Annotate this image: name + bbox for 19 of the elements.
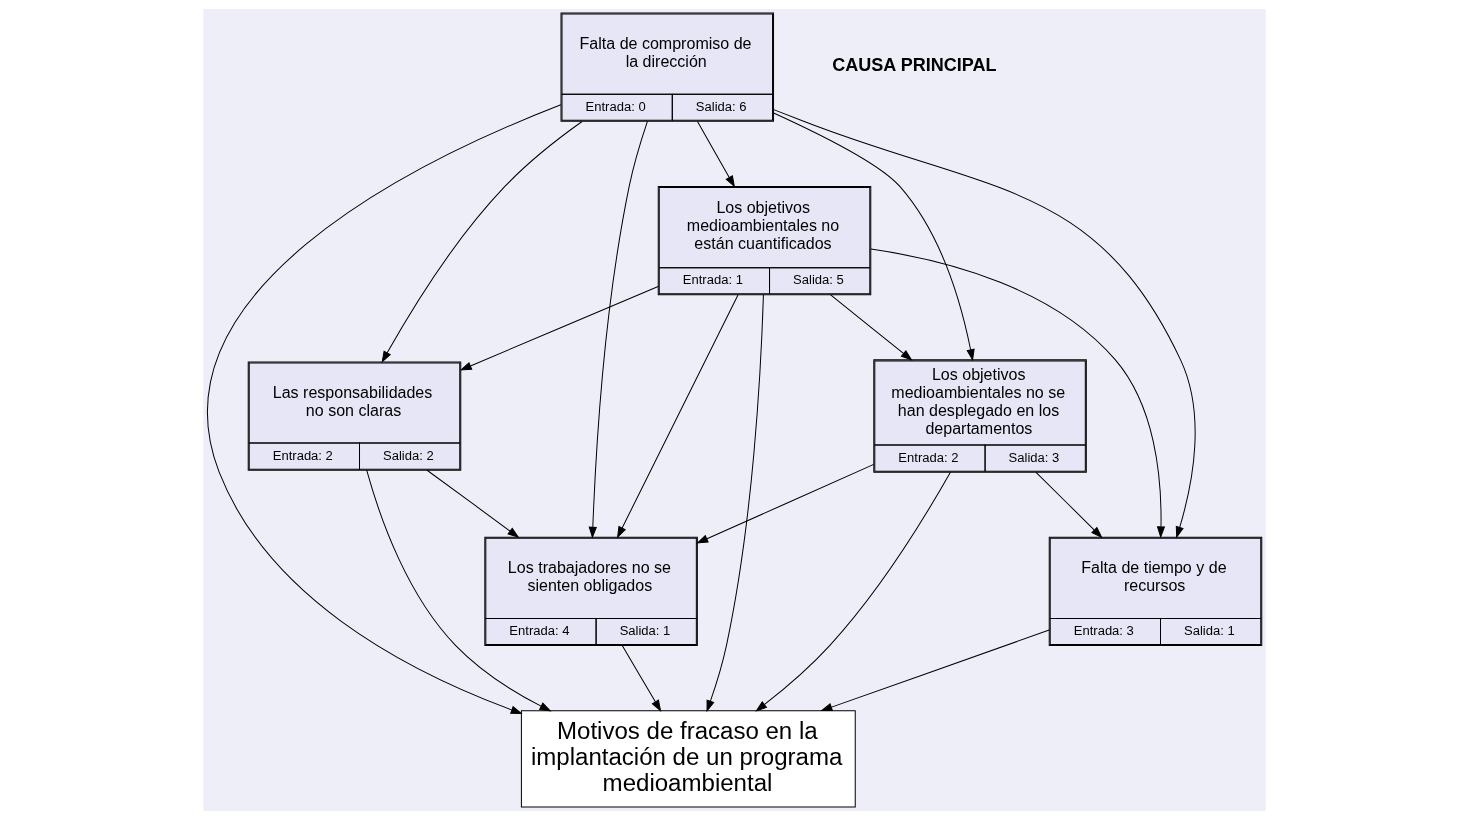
arrow [829, 293, 912, 360]
arrow [696, 120, 735, 187]
arrow [365, 469, 551, 711]
arrow [616, 293, 738, 538]
arrow [1035, 471, 1102, 538]
arrow [696, 463, 874, 543]
arrow [706, 293, 764, 711]
node-label: CAUSA PRINCIPAL [831, 54, 996, 75]
arrow [460, 285, 659, 370]
arrow [870, 248, 1165, 537]
arrow [772, 111, 975, 360]
arrow [207, 103, 561, 714]
arrow [426, 469, 519, 538]
arrow [621, 644, 661, 711]
arrow [588, 120, 648, 538]
arrow [820, 629, 1050, 711]
arrow [772, 108, 1196, 537]
arrow [381, 120, 583, 362]
arrow [755, 471, 951, 711]
